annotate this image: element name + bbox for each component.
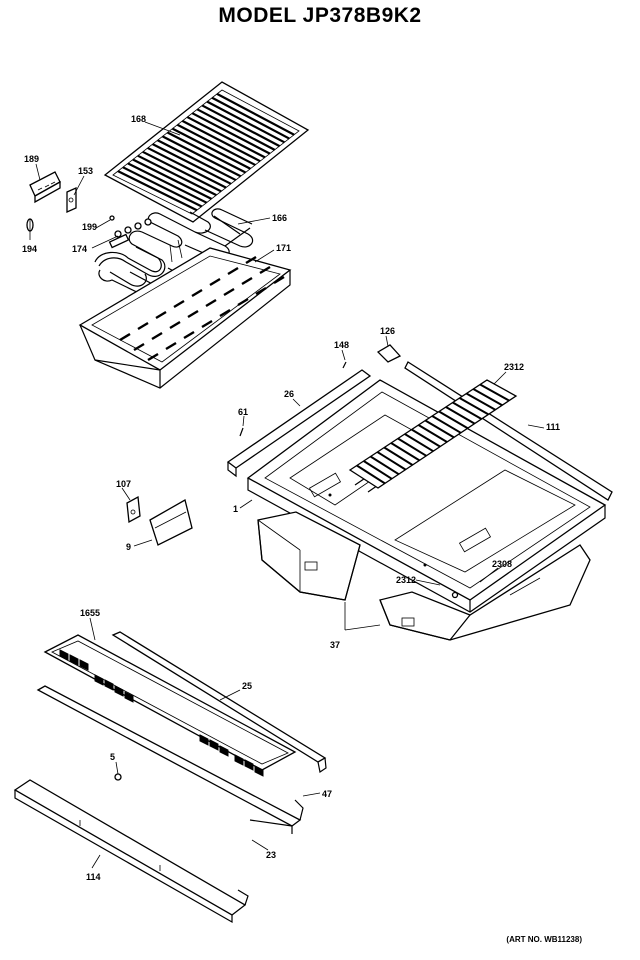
label-2312-lower: 2312 — [396, 575, 416, 585]
model-title: MODEL JP378B9K2 — [218, 4, 422, 27]
label-174: 174 — [72, 244, 87, 254]
label-114: 114 — [86, 872, 101, 882]
label-107: 107 — [116, 479, 131, 489]
label-194: 194 — [22, 244, 37, 254]
label-168: 168 — [131, 114, 146, 124]
label-189: 189 — [24, 154, 39, 164]
label-1655: 1655 — [80, 608, 100, 618]
label-166: 166 — [272, 213, 287, 223]
label-23: 23 — [266, 850, 276, 860]
drip-pan — [78, 247, 292, 389]
label-2312: 2312 — [504, 362, 524, 372]
label-5: 5 — [110, 752, 115, 762]
label-47: 47 — [322, 789, 332, 799]
label-61: 61 — [238, 407, 248, 417]
grille-part — [103, 81, 310, 223]
label-171: 171 — [276, 243, 291, 253]
art-number: (ART NO. WB11238) — [506, 935, 582, 944]
cooktop-frame — [226, 344, 613, 613]
label-199: 199 — [82, 222, 97, 232]
label-1: 1 — [233, 504, 238, 514]
control-panel-assembly — [13, 631, 327, 924]
part-labels: 168 189 153 194 199 174 166 171 148 126 … — [22, 114, 560, 882]
small-parts-upper-left — [26, 171, 115, 232]
leader-lines — [29, 121, 545, 869]
storage-bins — [257, 511, 591, 641]
grate-part — [348, 379, 518, 489]
label-26: 26 — [284, 389, 294, 399]
label-9: 9 — [126, 542, 131, 552]
label-153: 153 — [78, 166, 93, 176]
label-126: 126 — [380, 326, 395, 336]
label-2308: 2308 — [492, 559, 512, 569]
label-37: 37 — [330, 640, 340, 650]
label-148: 148 — [334, 340, 349, 350]
label-25: 25 — [242, 681, 252, 691]
label-111: 111 — [546, 422, 560, 432]
switch-parts — [126, 495, 193, 546]
